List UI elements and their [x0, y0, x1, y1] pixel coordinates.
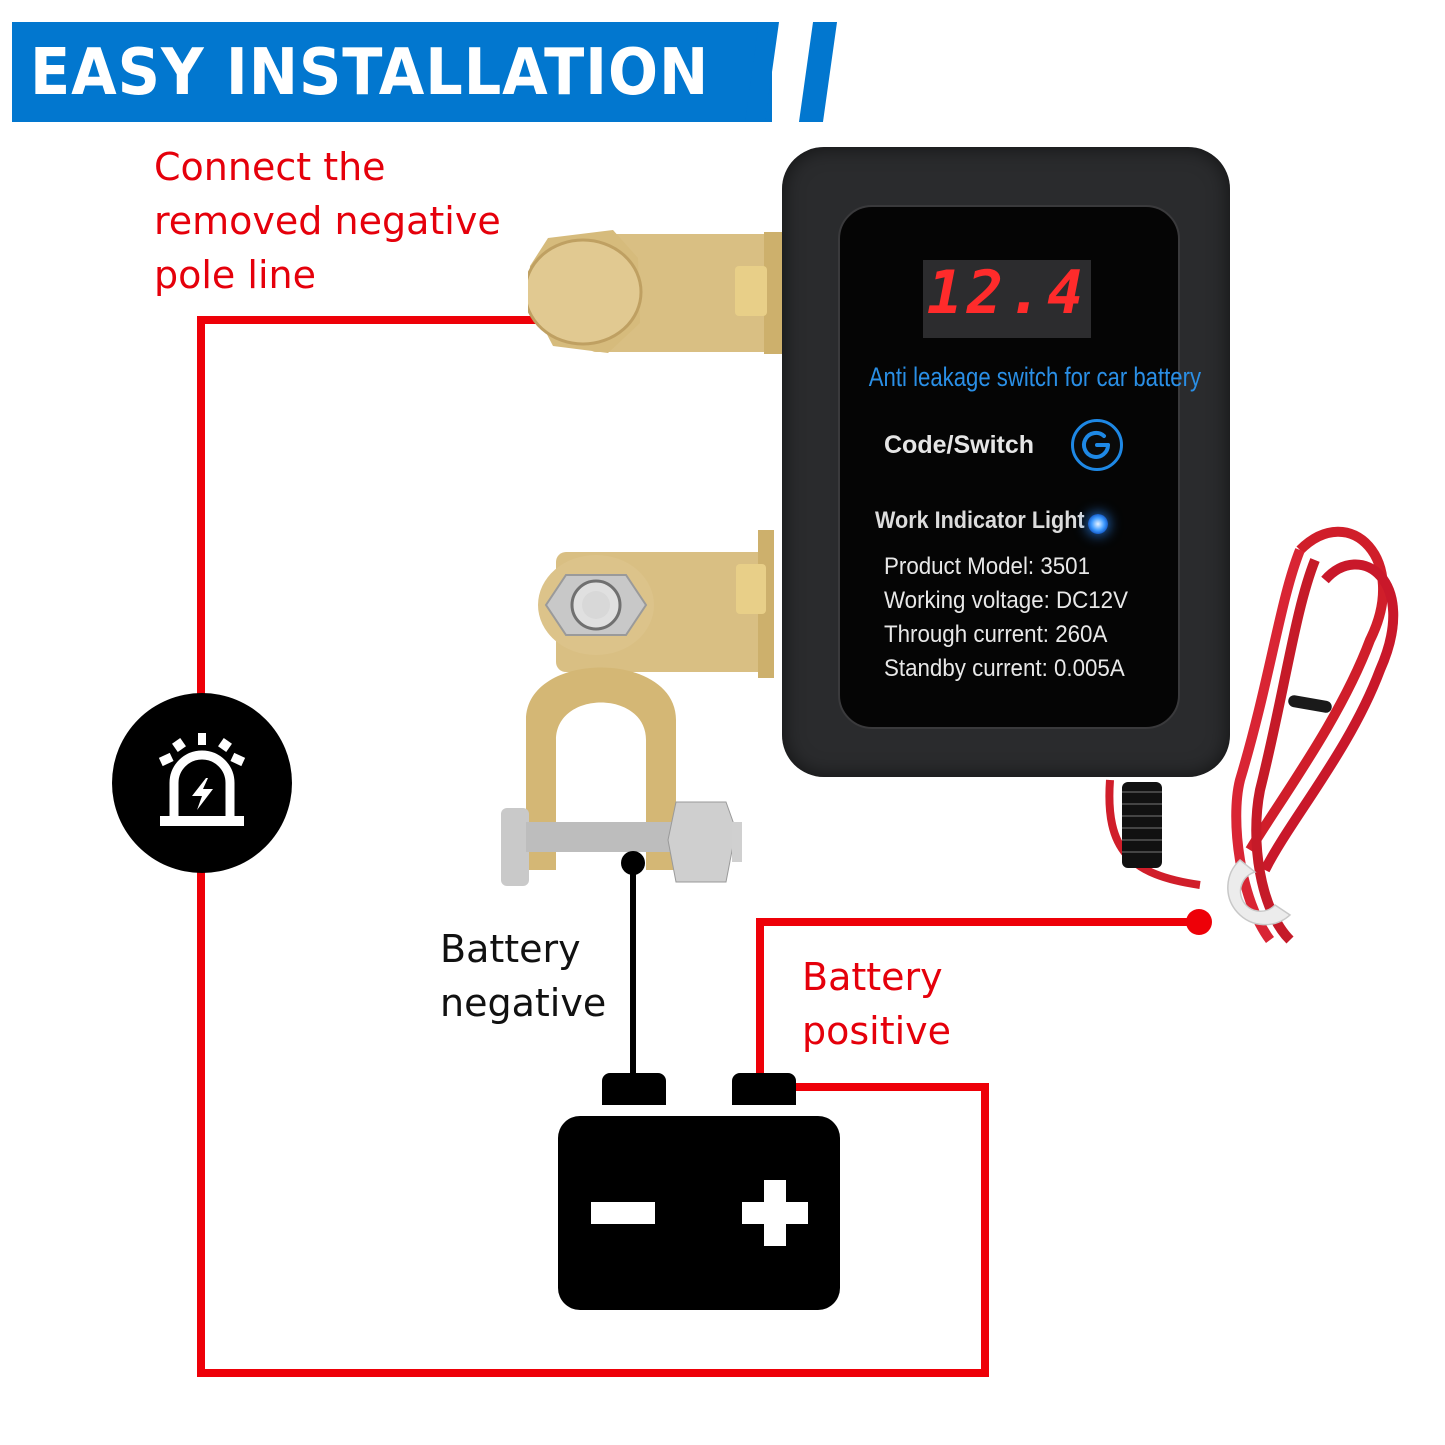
- page-title: EASY INSTALLATION: [30, 36, 710, 110]
- connect-negative-label: Connect the removed negative pole line: [154, 140, 501, 302]
- spec-value: 3501: [1040, 553, 1090, 580]
- plus-icon-vertical: [764, 1180, 786, 1246]
- device-title: Anti leakage switch for car battery: [868, 362, 1202, 392]
- positive-cable: [1090, 520, 1445, 960]
- battery-icon: [558, 1116, 840, 1310]
- battery-positive-terminal: [732, 1073, 796, 1105]
- wire-positive-to-ring: [756, 918, 1200, 926]
- power-icon: [1082, 430, 1110, 459]
- wire-left-lower: [197, 872, 205, 1377]
- battery-negative-label: Battery negative: [440, 922, 606, 1030]
- spec-label: Product Model:: [884, 553, 1035, 580]
- spec-value: 0.005A: [1053, 655, 1125, 682]
- voltage-display: [923, 260, 1091, 338]
- voltage-display-value: 12.4: [926, 258, 1088, 328]
- wire-left-upper: [197, 316, 205, 694]
- siren-icon: [158, 733, 246, 826]
- label-line: Battery: [802, 955, 943, 999]
- wire-battery-positive-out: [795, 1083, 989, 1091]
- label-line: Battery: [440, 927, 581, 971]
- wire-battery-negative: [630, 860, 636, 1076]
- spec-label: Standby current:: [884, 655, 1048, 682]
- battery-positive-label: Battery positive: [802, 950, 951, 1058]
- battery-clamp: [496, 530, 786, 890]
- spec-label: Through current:: [884, 621, 1050, 648]
- alarm-badge: [112, 693, 292, 873]
- spring-guard: [1122, 782, 1162, 868]
- label-line: pole line: [154, 253, 316, 297]
- work-indicator-label: Work Indicator Light: [875, 507, 1085, 534]
- work-indicator-light: [1088, 514, 1108, 534]
- spec-label: Working voltage:: [884, 587, 1050, 614]
- code-switch-label: Code/Switch: [884, 431, 1035, 459]
- battery-negative-terminal: [602, 1073, 666, 1105]
- label-line: negative: [440, 981, 607, 1025]
- spec-row: Standby current: 0.005A: [884, 655, 1125, 683]
- spec-value: 260A: [1055, 621, 1108, 648]
- wire-bottom: [197, 1369, 989, 1377]
- wire-positive-up: [756, 918, 764, 1078]
- code-switch-button[interactable]: [1071, 419, 1123, 471]
- spec-row: Through current: 260A: [884, 621, 1107, 649]
- connection-point-positive: [1186, 909, 1212, 935]
- connection-point-battery-negative: [621, 851, 645, 875]
- wire-negative-top: [197, 316, 577, 324]
- negative-pole-terminal: [523, 228, 788, 358]
- minus-icon: [591, 1202, 655, 1224]
- label-line: positive: [802, 1009, 952, 1053]
- spec-value: DC12V: [1056, 587, 1128, 614]
- title-banner: [12, 22, 772, 122]
- wire-right: [981, 1083, 989, 1377]
- label-line: Connect the: [154, 145, 386, 189]
- spec-row: Working voltage: DC12V: [884, 587, 1128, 615]
- spec-row: Product Model: 3501: [884, 553, 1090, 581]
- label-line: removed negative: [154, 199, 501, 243]
